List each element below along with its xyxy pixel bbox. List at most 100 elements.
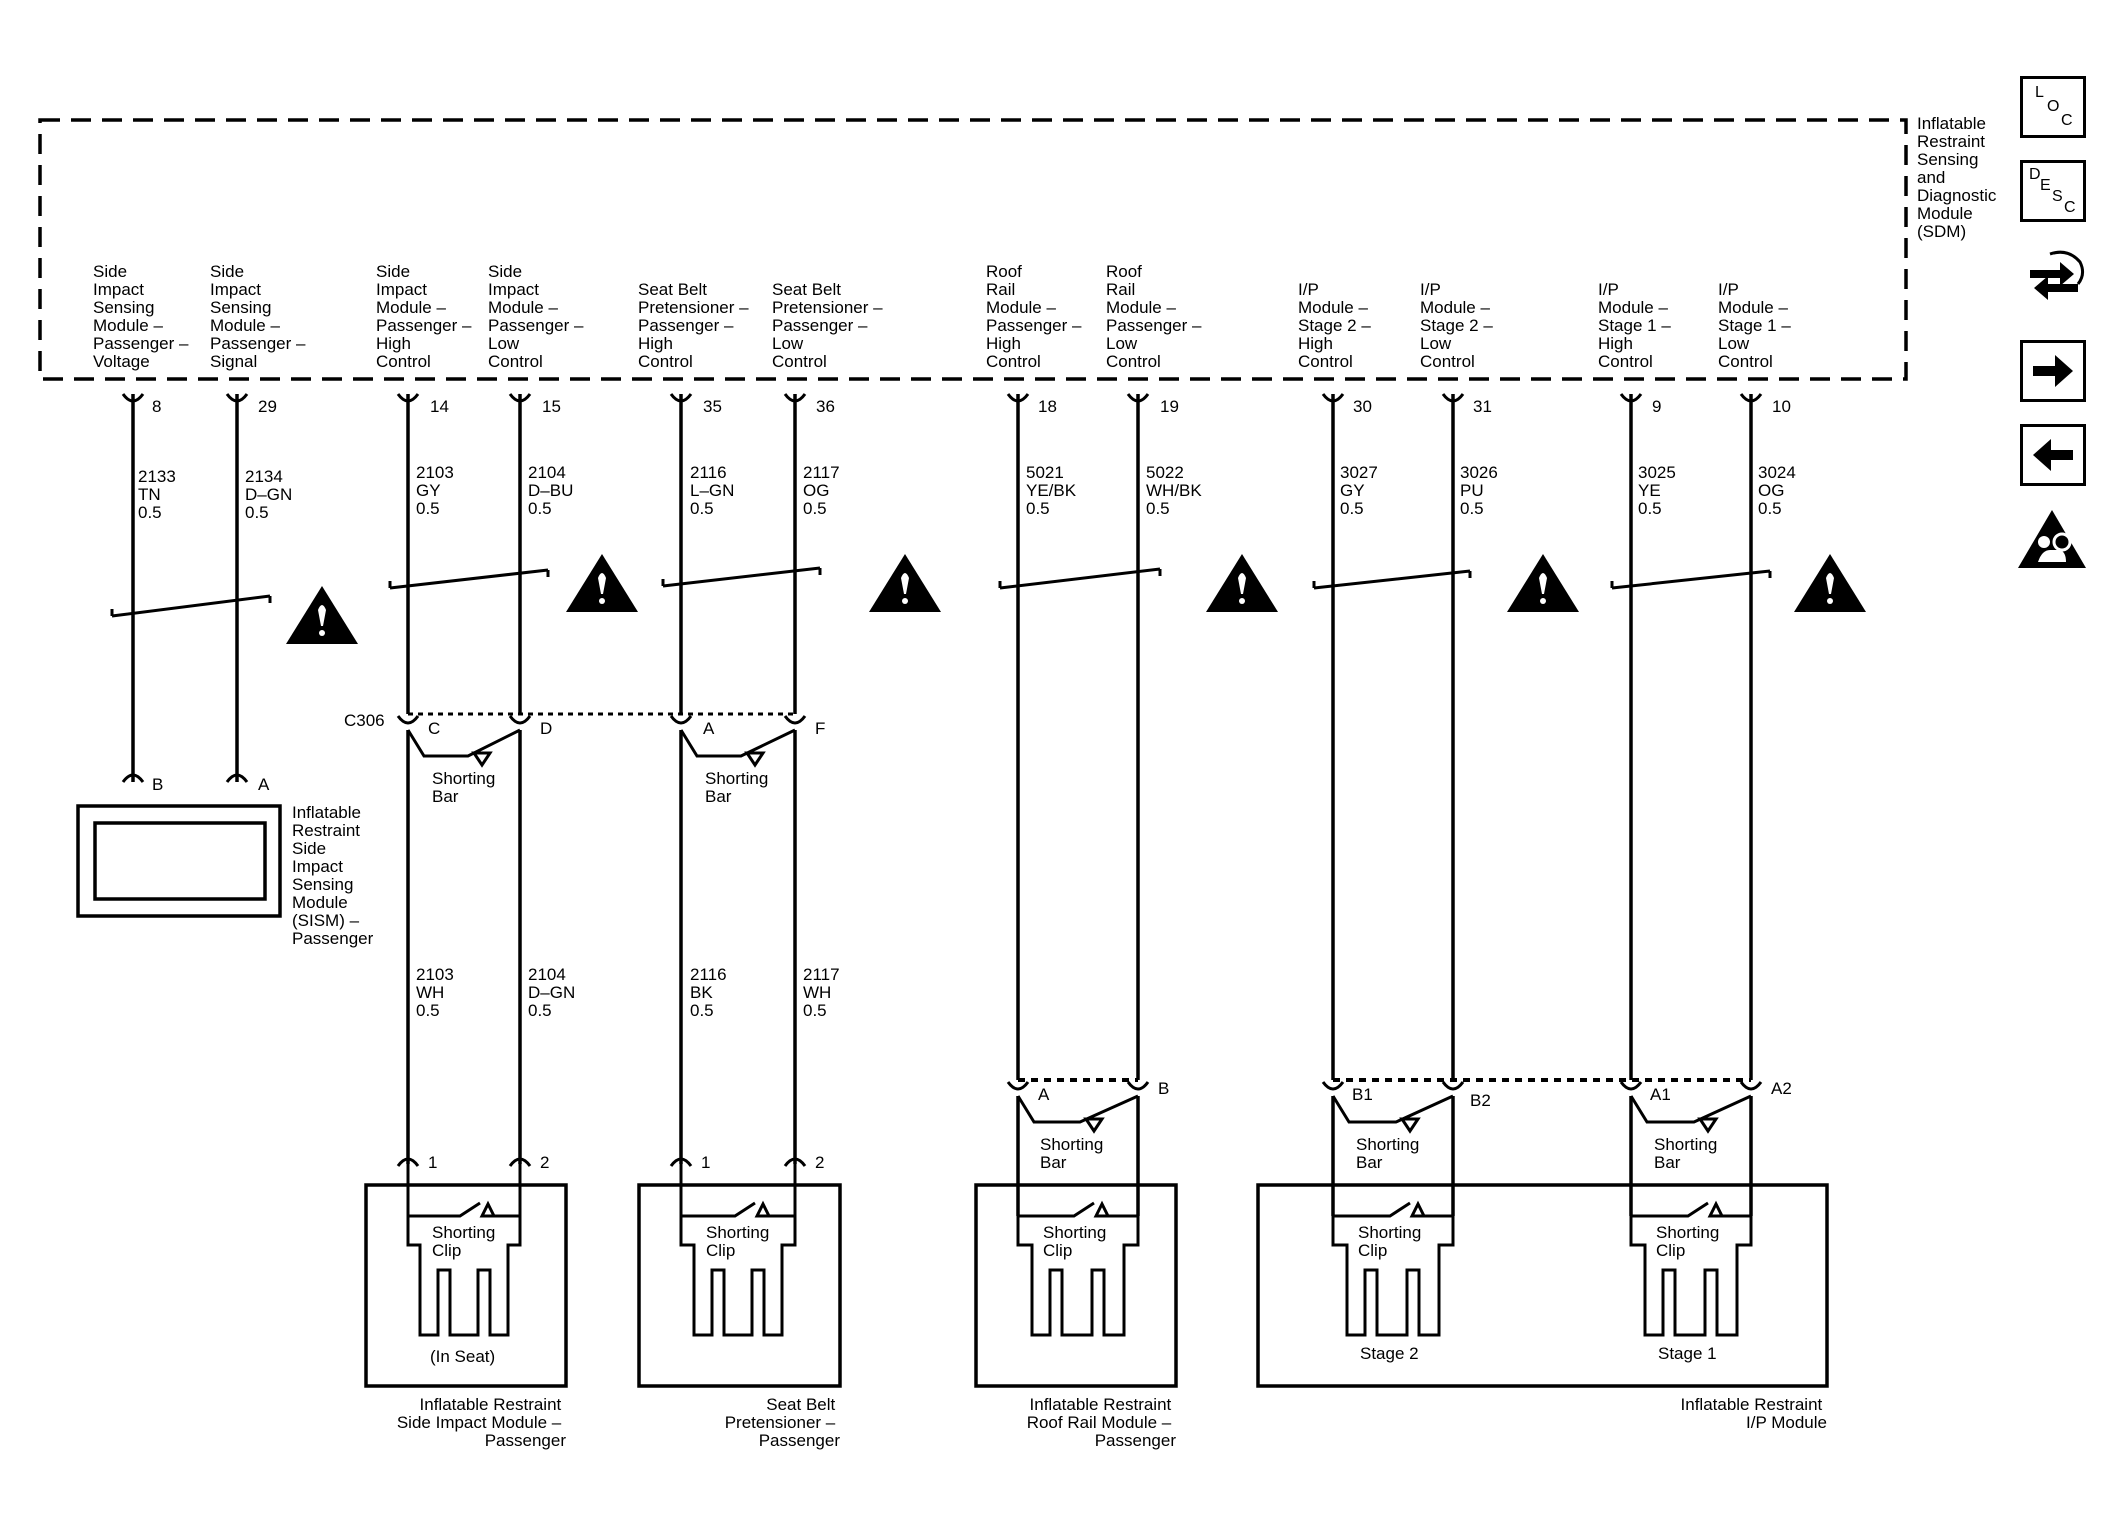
wire-3024-label: 3024 OG 0.5: [1758, 463, 1801, 518]
stage-2-label: Stage 2: [1360, 1344, 1419, 1363]
airbag-warning-symbol: [1507, 554, 1579, 612]
shorting-clip-label: Shorting Clip: [1656, 1223, 1724, 1260]
shorting-clip-symbol: [1016, 1200, 1140, 1337]
roof-rail-pin-a: A: [1038, 1085, 1050, 1104]
terminal-label-4: Side Impact Module – Passenger – Low Con…: [488, 262, 588, 371]
desc-letter: D: [2029, 166, 2041, 183]
wire-2133-label: 2133 TN 0.5: [138, 467, 181, 522]
wire-3026-label: 3026 PU 0.5: [1460, 463, 1503, 518]
shorting-clip-symbol: [1629, 1200, 1753, 1337]
c306-cups: [396, 715, 807, 725]
wire-5022-label: 5022 WH/BK 0.5: [1146, 463, 1206, 518]
c306-label: C306: [344, 711, 385, 730]
shorting-clip-label: Shorting Clip: [1358, 1223, 1426, 1260]
sdm-pin-31: 31: [1473, 397, 1492, 416]
wire-5021-label: 5021 YE/BK 0.5: [1026, 463, 1081, 518]
terminal-label-7: Roof Rail Module – Passenger – High Cont…: [986, 262, 1086, 371]
sism-module-inner: [93, 821, 267, 901]
sdm-pin-14: 14: [430, 397, 449, 416]
airbag-warning-symbol: [286, 586, 358, 644]
c306-pin-c: C: [428, 719, 440, 738]
wire-3027-label: 3027 GY 0.5: [1340, 463, 1383, 518]
ip-wires-lower: [1331, 1096, 1753, 1216]
sdm-pin-15: 15: [542, 397, 561, 416]
sism-label: Inflatable Restraint Side Impact Sensing…: [292, 803, 374, 948]
ip-module-box: [1256, 1183, 1829, 1388]
shorting-bar-label: Shorting Bar: [1654, 1135, 1722, 1172]
previous-arrow-icon[interactable]: [2020, 424, 2086, 486]
sism-cups: [121, 773, 249, 783]
ip-module-label: Inflatable Restraint I/P Module: [1681, 1395, 1827, 1432]
airbag-warning-symbol: [1794, 554, 1866, 612]
roof-rail-shorting-bar-symbol: [1016, 1094, 1139, 1134]
sdm-connector-cups: [121, 393, 1763, 403]
c306-shorting-bar-symbol: [406, 728, 796, 768]
shorting-bar-label: Shorting Bar: [705, 769, 773, 806]
sism-pin-a: A: [258, 775, 270, 794]
terminal-label-10: I/P Module – Stage 2 – Low Control: [1420, 280, 1498, 371]
airbag-warning-icon[interactable]: [2014, 506, 2090, 572]
desc-icon[interactable]: D E S C: [2020, 160, 2086, 222]
shorting-clip-symbol: [679, 1164, 797, 1337]
pretensioner-module-box: [637, 1183, 842, 1388]
side-impact-module-label: Inflatable Restraint Side Impact Module …: [397, 1395, 566, 1450]
pretensioner-cups: [669, 1157, 807, 1167]
terminal-label-12: I/P Module – Stage 1 – Low Control: [1718, 280, 1796, 371]
wire-2134-label: 2134 D–GN 0.5: [245, 467, 297, 522]
next-arrow-icon[interactable]: [2020, 340, 2086, 402]
desc-letter: C: [2064, 199, 2076, 216]
wire-2116-label: 2116 L–GN 0.5: [690, 463, 739, 518]
stage-1-label: Stage 1: [1658, 1344, 1717, 1363]
shorting-clip-symbol: [1331, 1200, 1455, 1337]
ip-pin-b2: B2: [1470, 1091, 1491, 1110]
wire-2116-lower-label: 2116 BK 0.5: [690, 965, 731, 1020]
sdm-pin-35: 35: [703, 397, 722, 416]
loc-icon[interactable]: L O C: [2020, 76, 2086, 138]
roof-rail-module-label: Inflatable Restraint Roof Rail Module – …: [1027, 1395, 1177, 1450]
terminal-label-1: Side Impact Sensing Module – Passenger –…: [93, 262, 193, 371]
sdm-pin-10: 10: [1772, 397, 1791, 416]
airbag-warning-symbol: [1206, 554, 1278, 612]
pretensioner-module-label: Seat Belt Pretensioner – Passenger: [725, 1395, 841, 1450]
sdm-pin-9: 9: [1652, 397, 1661, 416]
terminal-label-2: Side Impact Sensing Module – Passenger –…: [210, 262, 310, 371]
wire-2117-label: 2117 OG 0.5: [803, 463, 844, 518]
sdm-pin-29: 29: [258, 397, 277, 416]
ip-pin-a1: A1: [1650, 1085, 1671, 1104]
wire-2104-label: 2104 D–BU 0.5: [528, 463, 578, 518]
ip-pin-a2: A2: [1771, 1079, 1792, 1098]
sism-module-box: [76, 804, 282, 918]
c306-pin-a: A: [703, 719, 715, 738]
loc-letter: C: [2061, 112, 2073, 129]
pretensioner-pin-1: 1: [701, 1153, 710, 1172]
in-seat-note: (In Seat): [430, 1347, 495, 1366]
roof-rail-wires-lower: [1016, 1096, 1140, 1216]
terminal-label-11: I/P Module – Stage 1 – High Control: [1598, 280, 1676, 371]
side-impact-module-cups: [396, 1157, 532, 1167]
wire-2103-label: 2103 GY 0.5: [416, 463, 459, 518]
c306-pin-f: F: [815, 719, 825, 738]
schematic-navigation-icon[interactable]: [2020, 244, 2088, 312]
terminal-label-9: I/P Module – Stage 2 – High Control: [1298, 280, 1376, 371]
ip-pin-b1: B1: [1352, 1085, 1373, 1104]
terminal-label-6: Seat Belt Pretensioner – Passenger – Low…: [772, 280, 887, 371]
loc-letter: L: [2035, 84, 2044, 101]
ip-shorting-bar-symbol: [1331, 1094, 1752, 1134]
wire-2117-lower-label: 2117 WH 0.5: [803, 965, 844, 1020]
twisted-pair-marks: [110, 566, 1772, 618]
sdm-pin-36: 36: [816, 397, 835, 416]
side-impact-pin-1: 1: [428, 1153, 437, 1172]
terminal-label-8: Roof Rail Module – Passenger – Low Contr…: [1106, 262, 1206, 371]
roof-rail-module-box: [974, 1183, 1178, 1388]
terminal-label-3: Side Impact Module – Passenger – High Co…: [376, 262, 476, 371]
pretensioner-pin-2: 2: [815, 1153, 824, 1172]
shorting-clip-label: Shorting Clip: [432, 1223, 500, 1260]
airbag-warning-symbol: [869, 554, 941, 612]
shorting-clip-symbol: [406, 1164, 522, 1337]
sdm-pin-8: 8: [152, 397, 161, 416]
sism-pin-b: B: [152, 775, 163, 794]
sdm-label: Inflatable Restraint Sensing and Diagnos…: [1917, 114, 2001, 241]
wire-2103-lower-label: 2103 WH 0.5: [416, 965, 459, 1020]
shorting-bar-label: Shorting Bar: [1356, 1135, 1424, 1172]
c306-pin-d: D: [540, 719, 552, 738]
